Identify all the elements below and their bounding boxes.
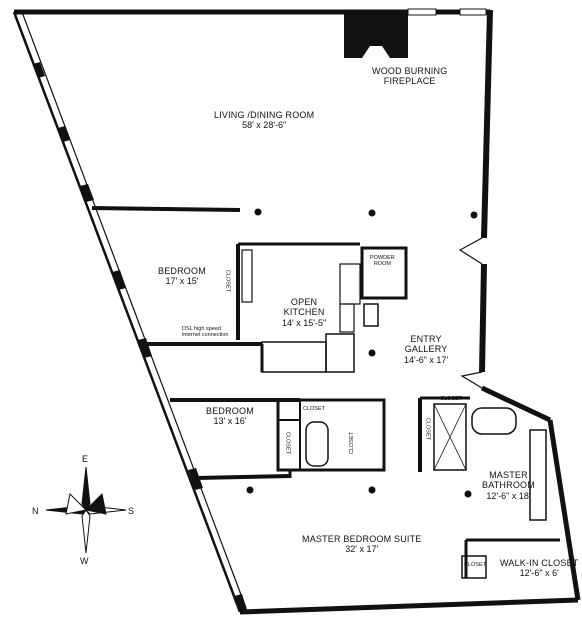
powder-room-label: POWDER ROOM <box>370 255 395 268</box>
kitchen-line2: KITCHEN <box>283 307 325 318</box>
compass-e: E <box>82 454 89 464</box>
dsl-line1: DSL high speed <box>182 326 221 332</box>
walkin-dims: 12'-6" x 6' <box>519 568 559 579</box>
kitchen-dims: 14' x 15'-5" <box>282 317 327 328</box>
entry-line2: GALLERY <box>404 344 448 355</box>
fireplace-line1: WOOD BURNING <box>372 66 448 76</box>
master-suite-name: MASTER BEDROOM SUITE <box>302 534 422 544</box>
bed2-bath-closet-label: CLOSET <box>349 432 355 455</box>
fireplace-label: WOOD BURNING FIREPLACE <box>372 66 447 87</box>
entry-line1: ENTRY <box>410 334 442 344</box>
living-room-label: LIVING /DINING ROOM 58' x 28'-6" <box>214 110 314 131</box>
dsl-label: DSL high speed internet connection <box>182 326 228 339</box>
powder-line1: POWDER <box>370 255 395 261</box>
bedroom1-dims: 17' x 15' <box>165 276 199 287</box>
bedroom2-dims: 13' x 16' <box>213 416 247 427</box>
master-bath-label: MASTER BATHROOM 12'-6" x 18' <box>482 470 535 501</box>
dsl-line2: internet connection <box>182 332 229 339</box>
compass-w: W <box>80 556 89 566</box>
master-suite-label: MASTER BEDROOM SUITE 32' x 17' <box>302 534 422 555</box>
living-room-dims: 58' x 28'-6" <box>242 120 287 131</box>
living-room-name: LIVING /DINING ROOM <box>214 110 315 120</box>
walkin-closet-label: WALK-IN CLOSET 12'-6" x 6' <box>500 558 578 579</box>
compass-s: S <box>128 506 135 516</box>
bedroom1-name: BEDROOM <box>158 266 206 276</box>
columns <box>246 208 478 498</box>
master-bath-line2: BATHROOM <box>482 480 535 491</box>
bed2-closet-top-label: CLOSET <box>303 406 326 412</box>
compass-n: N <box>32 506 39 516</box>
bedroom1-label: BEDROOM 17' x 15' <box>158 266 206 287</box>
interior-walls <box>91 206 560 579</box>
powder-line2: ROOM <box>373 261 391 268</box>
windows-top <box>407 8 487 16</box>
bath-closet-small-label: CLOSET <box>424 418 431 441</box>
kitchen-label: OPEN KITCHEN 14' x 15'-5" <box>282 297 326 328</box>
bed2-closet-side-label: CLOSET <box>284 432 291 455</box>
kitchen-closet-label: CLOSET <box>224 270 231 293</box>
walkin-closet-small-label: CLOSET <box>464 562 487 568</box>
walkin-name: WALK-IN CLOSET <box>500 558 579 568</box>
entry-gallery-label: ENTRY GALLERY 14'-6" x 17' <box>404 334 448 365</box>
master-bath-dims: 12'-6" x 18' <box>486 490 531 501</box>
entry-dims: 14'-6" x 17' <box>404 354 449 365</box>
fireplace <box>344 13 408 58</box>
compass-rose <box>45 466 127 554</box>
master-bath-line1: MASTER <box>489 470 528 480</box>
bath-closet-label: CLOSET <box>440 396 463 402</box>
bedroom2-name: BEDROOM <box>206 406 254 416</box>
window-piers <box>33 62 247 612</box>
fireplace-line2: FIREPLACE <box>383 76 436 87</box>
bedroom2-label: BEDROOM 13' x 16' <box>206 406 254 427</box>
master-suite-dims: 32' x 17' <box>345 544 379 555</box>
kitchen-line1: OPEN <box>290 297 318 307</box>
